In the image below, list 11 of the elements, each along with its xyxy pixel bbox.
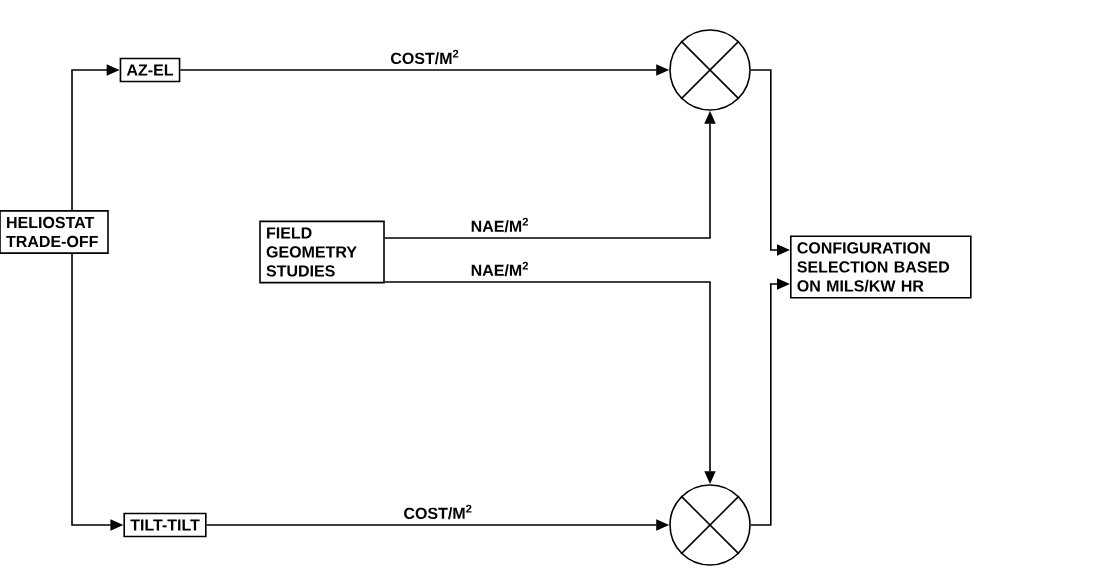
multiplier-circle: [669, 29, 751, 111]
edge-label: COST/M$^{2}$: [388, 47, 462, 67]
process-box: TILT-TILT: [123, 512, 207, 538]
process-box: CONFIGURATION SELECTION BASED ON MILS/KW HR: [790, 235, 972, 299]
edge-label: COST/M$^{2}$: [401, 502, 475, 522]
process-box: AZ-EL: [119, 57, 181, 83]
process-box: FIELD GEOMETRY STUDIES: [259, 220, 385, 284]
edge-label: NAE/M$^{2}$: [468, 215, 531, 235]
process-box: HELIOSTAT TRADE-OFF: [0, 210, 109, 254]
edge-label: NAE/M$^{2}$: [468, 259, 531, 279]
multiplier-circle: [669, 484, 751, 566]
